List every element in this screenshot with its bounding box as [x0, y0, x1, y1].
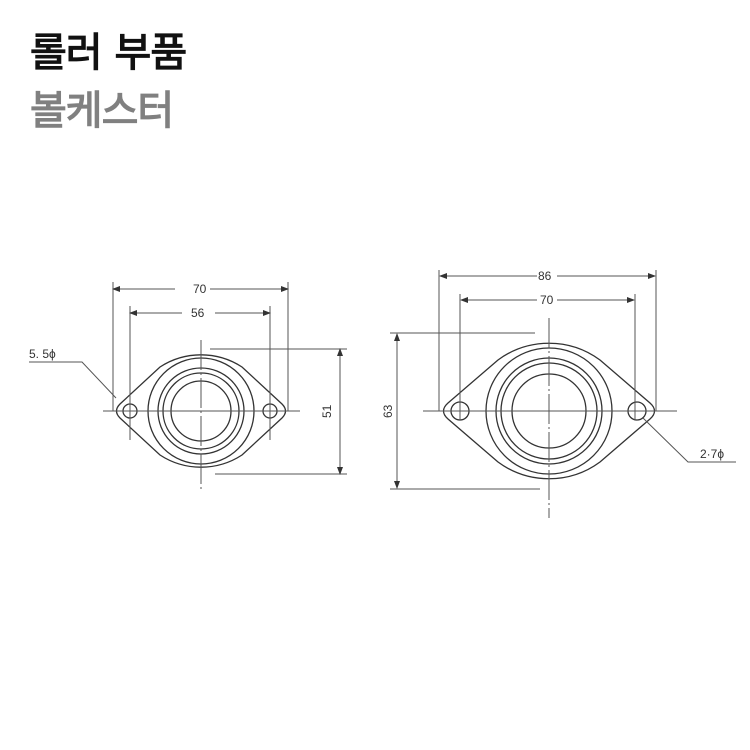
drawing-large: 86 70 63 2·7ϕ: [381, 269, 736, 518]
page-title: 롤러 부품: [30, 30, 187, 76]
page-subtitle: 볼케스터: [30, 88, 174, 134]
dim-hole-dia-small: 5. 5ϕ: [29, 347, 56, 361]
dim-hole-dia-large: 2·7ϕ: [700, 447, 724, 461]
drawing-small: 70 56 51 5. 5ϕ: [29, 282, 347, 490]
dim-height-small: 51: [320, 404, 334, 418]
dim-hole-pitch-large: 70: [540, 293, 554, 307]
dim-outer-width-small: 70: [193, 282, 207, 296]
dim-hole-pitch-small: 56: [191, 306, 205, 320]
dim-outer-width-large: 86: [538, 269, 552, 283]
dim-height-large: 63: [381, 404, 395, 418]
